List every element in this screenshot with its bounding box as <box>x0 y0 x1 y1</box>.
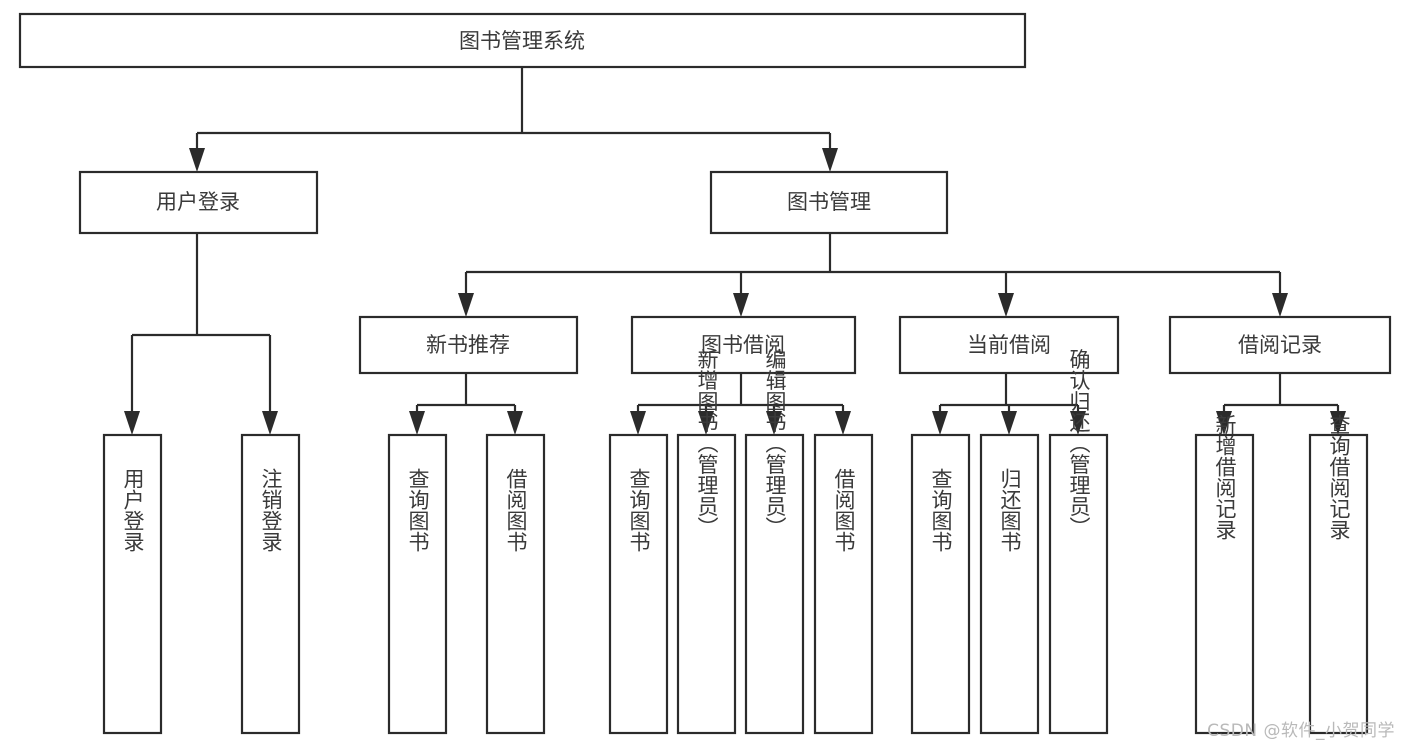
node-leaf-query-book-current[interactable]: 查询图书 <box>910 433 971 735</box>
node-leaf-edit-book-box[interactable] <box>744 433 805 735</box>
node-current-borrow-box[interactable] <box>898 315 1120 375</box>
node-book-manage[interactable]: 图书管理 <box>709 170 949 235</box>
node-book-borrow[interactable]: 图书借阅 <box>630 315 857 375</box>
node-leaf-add-book[interactable]: 新增图书（管理员） <box>676 349 737 735</box>
node-leaf-add-record[interactable]: 新增借阅记录 <box>1194 414 1255 735</box>
arrow-to-new-book-rec <box>458 293 474 317</box>
arrow-to-leaf-edit-book <box>766 411 782 435</box>
node-leaf-add-book-label: 新增图书（管理员） <box>695 349 719 538</box>
arrow-to-leaf-add-record <box>1216 411 1232 435</box>
node-leaf-borrow-book-rec-label: 借阅图书 <box>504 468 528 552</box>
node-user-login-label: 用户登录 <box>156 190 240 214</box>
node-current-borrow-label: 当前借阅 <box>967 333 1051 357</box>
node-leaf-borrow-book[interactable]: 借阅图书 <box>813 433 874 735</box>
node-leaf-edit-book-label: 编辑图书（管理员） <box>763 349 787 538</box>
node-new-book-rec-label: 新书推荐 <box>426 333 510 357</box>
node-book-manage-box[interactable] <box>709 170 949 235</box>
node-root[interactable]: 图书管理系统 <box>18 12 1027 69</box>
connector-newbook-to-leaves <box>409 373 523 435</box>
node-book-borrow-box[interactable] <box>630 315 857 375</box>
arrow-to-leaf-add-book <box>698 411 714 435</box>
node-leaf-query-book-current-box[interactable] <box>910 433 971 735</box>
node-leaf-query-book-borrow-box[interactable] <box>608 433 669 735</box>
node-borrow-record-box[interactable] <box>1168 315 1392 375</box>
arrow-to-leaf-borrow-book <box>835 411 851 435</box>
connector-root-to-level2 <box>189 67 838 172</box>
node-new-book-rec-box[interactable] <box>358 315 579 375</box>
node-leaf-edit-book[interactable]: 编辑图书（管理员） <box>744 349 805 735</box>
arrow-to-leaf-query-book-current <box>932 411 948 435</box>
node-leaf-query-record[interactable]: 查询借阅记录 <box>1308 414 1369 735</box>
node-user-login[interactable]: 用户登录 <box>78 170 319 235</box>
csdn-watermark: CSDN @软件_小贺同学 <box>1207 721 1395 741</box>
arrow-to-user-login <box>189 148 205 172</box>
node-borrow-record[interactable]: 借阅记录 <box>1168 315 1392 375</box>
node-current-borrow[interactable]: 当前借阅 <box>898 315 1120 375</box>
node-leaf-query-book-borrow[interactable]: 查询图书 <box>608 433 669 735</box>
arrow-to-book-borrow <box>733 293 749 317</box>
node-root-box[interactable] <box>18 12 1027 69</box>
node-leaf-query-record-label: 查询借阅记录 <box>1327 414 1351 540</box>
arrow-to-leaf-borrow-book-rec <box>507 411 523 435</box>
node-leaf-user-login-box[interactable] <box>102 433 163 735</box>
node-leaf-borrow-book-rec[interactable]: 借阅图书 <box>485 433 546 735</box>
node-leaf-confirm-return-label: 确认归还（管理员） <box>1067 349 1091 538</box>
arrow-to-leaf-query-book-borrow <box>630 411 646 435</box>
node-book-manage-label: 图书管理 <box>787 190 871 214</box>
node-leaf-logout-login[interactable]: 注销登录 <box>240 433 301 735</box>
node-leaf-logout-login-box[interactable] <box>240 433 301 735</box>
node-leaf-borrow-book-rec-box[interactable] <box>485 433 546 735</box>
node-leaf-return-book-box[interactable] <box>979 433 1040 735</box>
arrow-to-leaf-query-record <box>1330 411 1346 435</box>
node-book-borrow-label: 图书借阅 <box>701 333 785 357</box>
node-leaf-query-book-borrow-label: 查询图书 <box>627 468 651 552</box>
arrow-to-borrow-record <box>1272 293 1288 317</box>
connector-userlogin-to-leaves <box>124 233 278 435</box>
node-leaf-query-book-rec-box[interactable] <box>387 433 448 735</box>
node-leaf-query-book-rec-label: 查询图书 <box>406 468 430 552</box>
node-leaf-return-book-label: 归还图书 <box>998 468 1022 552</box>
connector-currentborrow-to-leaves <box>932 373 1086 435</box>
node-leaf-add-record-box[interactable] <box>1194 433 1255 735</box>
node-user-login-box[interactable] <box>78 170 319 235</box>
node-leaf-return-book[interactable]: 归还图书 <box>979 433 1040 735</box>
connector-bookmanage-to-level3 <box>458 233 1288 317</box>
node-new-book-rec[interactable]: 新书推荐 <box>358 315 579 375</box>
node-root-label: 图书管理系统 <box>459 29 585 53</box>
arrow-to-leaf-confirm-return <box>1070 411 1086 435</box>
arrow-to-leaf-query-book-rec <box>409 411 425 435</box>
node-leaf-user-login[interactable]: 用户登录 <box>102 433 163 735</box>
connector-bookborrow-to-leaves <box>630 373 851 435</box>
connector-borrowrecord-to-leaves <box>1216 373 1346 435</box>
node-leaf-borrow-book-box[interactable] <box>813 433 874 735</box>
node-leaf-add-record-label: 新增借阅记录 <box>1213 414 1237 540</box>
node-leaf-borrow-book-label: 借阅图书 <box>832 468 856 552</box>
node-leaf-query-book-rec[interactable]: 查询图书 <box>387 433 448 735</box>
node-leaf-query-book-current-label: 查询图书 <box>929 468 953 552</box>
arrow-to-leaf-logout-login <box>262 411 278 435</box>
node-leaf-logout-login-label: 注销登录 <box>259 468 283 552</box>
arrow-to-book-manage <box>822 148 838 172</box>
node-leaf-user-login-label: 用户登录 <box>121 468 145 552</box>
arrow-to-leaf-return-book <box>1001 411 1017 435</box>
node-leaf-confirm-return-box[interactable] <box>1048 433 1109 735</box>
node-leaf-query-record-box[interactable] <box>1308 433 1369 735</box>
node-leaf-confirm-return[interactable]: 确认归还（管理员） <box>1048 349 1109 735</box>
node-leaf-add-book-box[interactable] <box>676 433 737 735</box>
arrow-to-current-borrow <box>998 293 1014 317</box>
node-borrow-record-label: 借阅记录 <box>1238 333 1322 357</box>
arrow-to-leaf-user-login <box>124 411 140 435</box>
